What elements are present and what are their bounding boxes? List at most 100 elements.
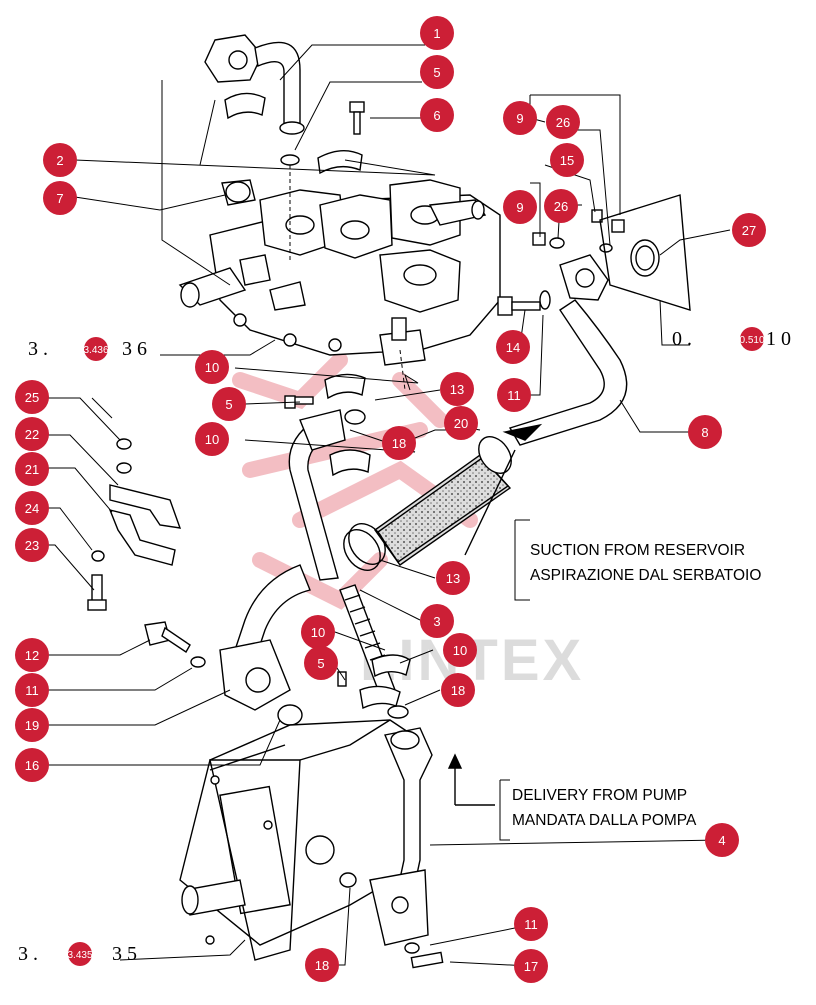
callout-number: 13	[450, 382, 464, 397]
callout-badge: 9	[503, 101, 537, 135]
flow-notes: SUCTION FROM RESERVOIR ASPIRAZIONE DAL S…	[512, 542, 761, 829]
callout-circle	[15, 380, 49, 414]
callout-badge: 9	[503, 190, 537, 224]
callout-number: 22	[25, 427, 39, 442]
callout-circle	[15, 673, 49, 707]
suction-pipe-8	[508, 299, 628, 446]
callout-circle	[43, 181, 77, 215]
callout-number: 2	[56, 153, 63, 168]
callout-circle	[503, 101, 537, 135]
bracket-assembly	[87, 438, 182, 611]
callout-number: 5	[433, 65, 440, 80]
callout-number: 9	[516, 200, 523, 215]
callout-badge: 26	[544, 189, 578, 223]
callout-badge: 18	[305, 948, 339, 982]
seal-ring	[280, 154, 300, 166]
callout-circle	[503, 190, 537, 224]
callout-badge: 27	[732, 213, 766, 247]
delivery-note-line-1: DELIVERY FROM PUMP	[512, 787, 687, 804]
callout-number: 10	[311, 625, 325, 640]
callout-circle	[195, 350, 229, 384]
leader-lines	[40, 44, 731, 967]
callout-badge: 17	[514, 949, 548, 983]
callout-number: 18	[451, 683, 465, 698]
callout-circle	[305, 948, 339, 982]
callout-number: 19	[25, 718, 39, 733]
callout-badge: 13	[436, 561, 470, 595]
assembly-lines	[289, 165, 406, 391]
callout-circle	[43, 143, 77, 177]
delivery-note-line-2: MANDATA DALLA POMPA	[512, 812, 697, 829]
callout-badge: 20	[444, 406, 478, 440]
callout-circle	[195, 422, 229, 456]
delivery-pipe-4	[369, 727, 444, 969]
svg-text:3.435: 3.435	[67, 950, 92, 961]
flow-arrows	[447, 423, 543, 806]
callout-number: 15	[560, 153, 574, 168]
callout-number: 10	[453, 643, 467, 658]
callout-badge: 2	[43, 143, 77, 177]
callout-circle	[546, 105, 580, 139]
callout-circle	[15, 528, 49, 562]
callout-circle	[420, 98, 454, 132]
callout-circle	[443, 633, 477, 667]
callout-number: 6	[433, 108, 440, 123]
callout-circle	[15, 638, 49, 672]
callout-number: 24	[25, 501, 39, 516]
callout-number: 10	[205, 432, 219, 447]
callout-badge: 10	[195, 422, 229, 456]
callout-number: 17	[524, 959, 538, 974]
reference-badge-top-right: 0.510	[739, 327, 765, 351]
callout-number: 4	[718, 833, 725, 848]
callout-number: 18	[315, 958, 329, 973]
callout-number: 11	[507, 388, 521, 403]
reference-labels: 3 . 3 6 0 . 1 0 3 . 3 5 3.436 0.510 3.43…	[18, 327, 791, 966]
callout-badge: 5	[304, 646, 338, 680]
callout-number: 11	[25, 683, 39, 698]
callout-badge: 19	[15, 708, 49, 742]
callout-circle	[382, 426, 416, 460]
callout-number: 1	[433, 26, 440, 41]
callout-number: 25	[25, 390, 39, 405]
callout-number: 26	[556, 115, 570, 130]
right-fittings	[532, 194, 691, 311]
callout-circle	[436, 561, 470, 595]
callout-number: 5	[225, 397, 232, 412]
callout-badge: 5	[420, 55, 454, 89]
callout-badge: 7	[43, 181, 77, 215]
callout-badge: 14	[496, 330, 530, 364]
callout-number: 7	[56, 191, 63, 206]
callout-badge: 1	[420, 16, 454, 50]
callout-circle	[15, 417, 49, 451]
callout-circle	[441, 673, 475, 707]
callout-badge: 4	[705, 823, 739, 857]
callout-number: 27	[742, 223, 756, 238]
callout-number: 23	[25, 538, 39, 553]
callout-badge: 18	[382, 426, 416, 460]
callout-badge: 10	[195, 350, 229, 384]
bolt-12	[144, 621, 206, 668]
callout-circle	[304, 646, 338, 680]
reference-bottom-left-suffix: 3 5	[112, 943, 137, 965]
callout-number: 12	[25, 648, 39, 663]
callout-circle	[544, 189, 578, 223]
callout-badge: 16	[15, 748, 49, 782]
elbow-pipe-19	[219, 564, 311, 726]
reference-top-right-suffix: 1 0	[766, 328, 791, 350]
callout-circle	[15, 748, 49, 782]
bolt-14	[497, 290, 551, 316]
callout-badge: 18	[441, 673, 475, 707]
callout-circle	[514, 949, 548, 983]
reference-badge-bottom-left: 3.435	[67, 942, 93, 966]
callout-badge: 10	[443, 633, 477, 667]
callout-badge: 13	[440, 372, 474, 406]
callout-circle	[212, 387, 246, 421]
reference-badge-top-left: 3.436	[83, 337, 109, 361]
callout-badge: 26	[546, 105, 580, 139]
callout-badge: 11	[514, 907, 548, 941]
delivery-hose-left	[288, 373, 371, 581]
callout-number: 3	[433, 614, 440, 629]
callout-badge: 3	[420, 604, 454, 638]
